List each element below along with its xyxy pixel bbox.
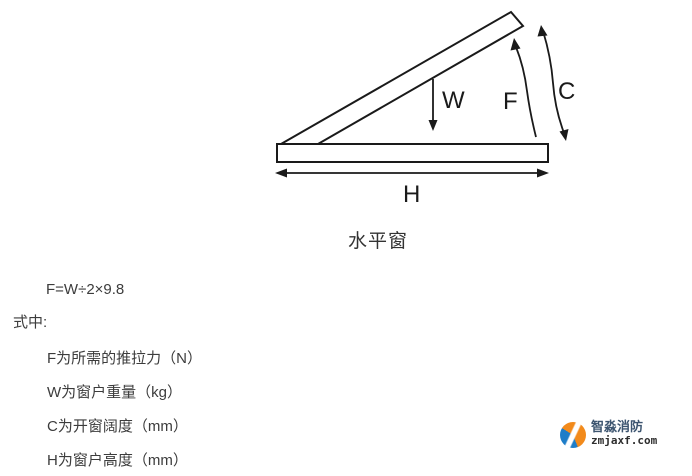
definition-w: W为窗户重量（kg） [47, 384, 183, 401]
logo-name: 智淼消防 [591, 419, 644, 434]
label-c: C [558, 78, 575, 105]
force-arrow-f [515, 46, 537, 138]
diagram-caption: 水平窗 [347, 231, 408, 252]
dimension-c-bottom-arrowhead-icon [559, 129, 569, 141]
formula-text: F=W÷2×9.8 [46, 281, 125, 298]
definition-h: H为窗户高度（mm） [47, 452, 188, 469]
window-base-bar [276, 143, 549, 163]
logo-text: 智淼消防 zmjaxf.com [591, 418, 657, 447]
logo-domain: zmjaxf.com [591, 434, 658, 447]
label-h: H [403, 181, 420, 208]
where-label: 式中: [13, 314, 48, 331]
site-logo: 智淼消防 zmjaxf.com [560, 418, 657, 448]
definition-c: C为开窗阔度（mm） [47, 418, 188, 435]
dimension-c-top-arrowhead-icon [537, 25, 548, 37]
weight-arrowhead-icon [428, 120, 438, 131]
dimension-h-left-arrowhead-icon [275, 168, 287, 178]
force-arrowhead-icon [510, 38, 521, 51]
logo-icon [560, 422, 586, 448]
label-w: W [442, 87, 465, 114]
label-f: F [503, 88, 518, 115]
window-force-diagram: W F C H [275, 10, 575, 208]
window-sash-bar [277, 10, 525, 145]
dimension-arrow-c [542, 30, 565, 134]
definition-f: F为所需的推拉力（N） [47, 350, 202, 367]
dimension-h-right-arrowhead-icon [537, 168, 549, 178]
